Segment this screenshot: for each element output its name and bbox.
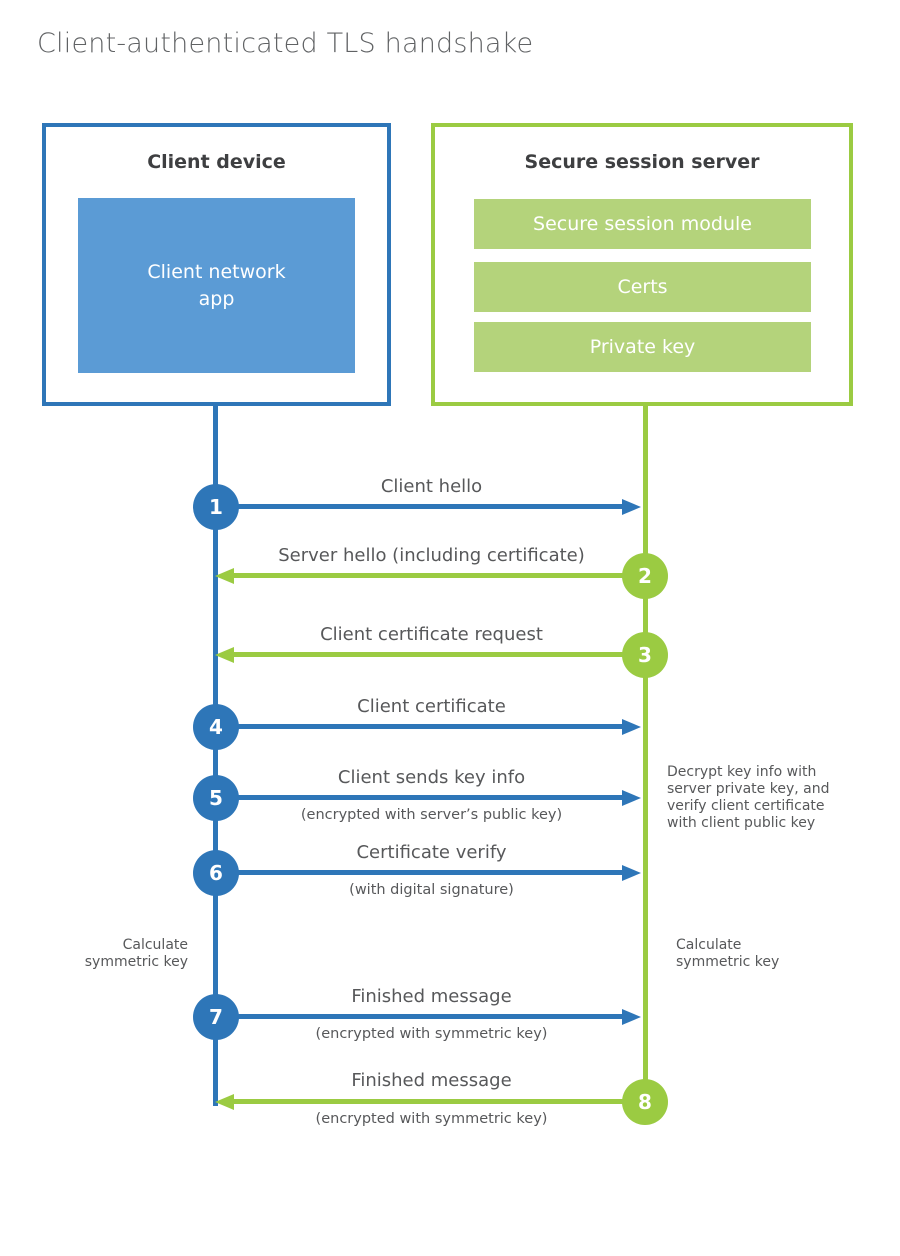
step-7-badge: 7: [193, 994, 239, 1040]
step-1-arrow: [216, 504, 623, 509]
server-calculate-key-note: Calculate symmetric key: [676, 937, 780, 970]
arrow-left-icon: [215, 647, 234, 663]
step-7-sublabel: (encrypted with symmetric key): [315, 1026, 548, 1042]
step-8-label: Finished message: [351, 1070, 512, 1091]
step-7-arrow: [216, 1014, 623, 1019]
server-lifeline: [643, 406, 648, 1106]
step-4-label: Client certificate: [357, 696, 506, 717]
step-7-label: Finished message: [351, 986, 512, 1007]
server-module-certs: Certs: [474, 262, 811, 312]
step-2-label: Server hello (including certificate): [278, 545, 585, 566]
step-6-badge: 6: [193, 850, 239, 896]
step-4-arrow: [216, 724, 623, 729]
arrow-left-icon: [215, 1094, 234, 1110]
step-4-badge: 4: [193, 704, 239, 750]
step-1-label: Client hello: [380, 476, 483, 497]
step-3-badge: 3: [622, 632, 668, 678]
step-1-badge: 1: [193, 484, 239, 530]
server-title: Secure session server: [524, 151, 760, 173]
page-title: Client-authenticated TLS handshake: [37, 28, 534, 59]
server-box: Secure session server Secure session mod…: [431, 123, 853, 406]
arrow-right-icon: [622, 790, 641, 806]
client-device-title: Client device: [147, 151, 286, 173]
step-8-badge: 8: [622, 1079, 668, 1125]
step-5-arrow: [216, 795, 623, 800]
client-device-box: Client device Client network app: [42, 123, 391, 406]
step-5-badge: 5: [193, 775, 239, 821]
step-6-sublabel: (with digital signature): [349, 882, 514, 898]
client-calculate-key-note: Calculate symmetric key: [84, 937, 188, 970]
step-8-arrow: [234, 1099, 643, 1104]
arrow-right-icon: [622, 865, 641, 881]
server-decrypt-note: Decrypt key info with server private key…: [667, 764, 830, 831]
arrow-right-icon: [622, 719, 641, 735]
arrow-right-icon: [622, 499, 641, 515]
arrow-right-icon: [622, 1009, 641, 1025]
step-2-arrow: [234, 573, 643, 578]
client-lifeline: [213, 406, 218, 1106]
step-6-label: Certificate verify: [356, 842, 507, 863]
server-module-private-key: Private key: [474, 322, 811, 372]
step-3-arrow: [234, 652, 643, 657]
step-3-label: Client certificate request: [320, 624, 543, 645]
step-5-sublabel: (encrypted with server’s public key): [300, 807, 563, 823]
server-module-secure-session: Secure session module: [474, 199, 811, 249]
step-8-sublabel: (encrypted with symmetric key): [315, 1111, 548, 1127]
arrow-left-icon: [215, 568, 234, 584]
step-6-arrow: [216, 870, 623, 875]
client-network-app-box: Client network app: [78, 198, 355, 373]
step-5-label: Client sends key info: [337, 767, 526, 788]
step-2-badge: 2: [622, 553, 668, 599]
